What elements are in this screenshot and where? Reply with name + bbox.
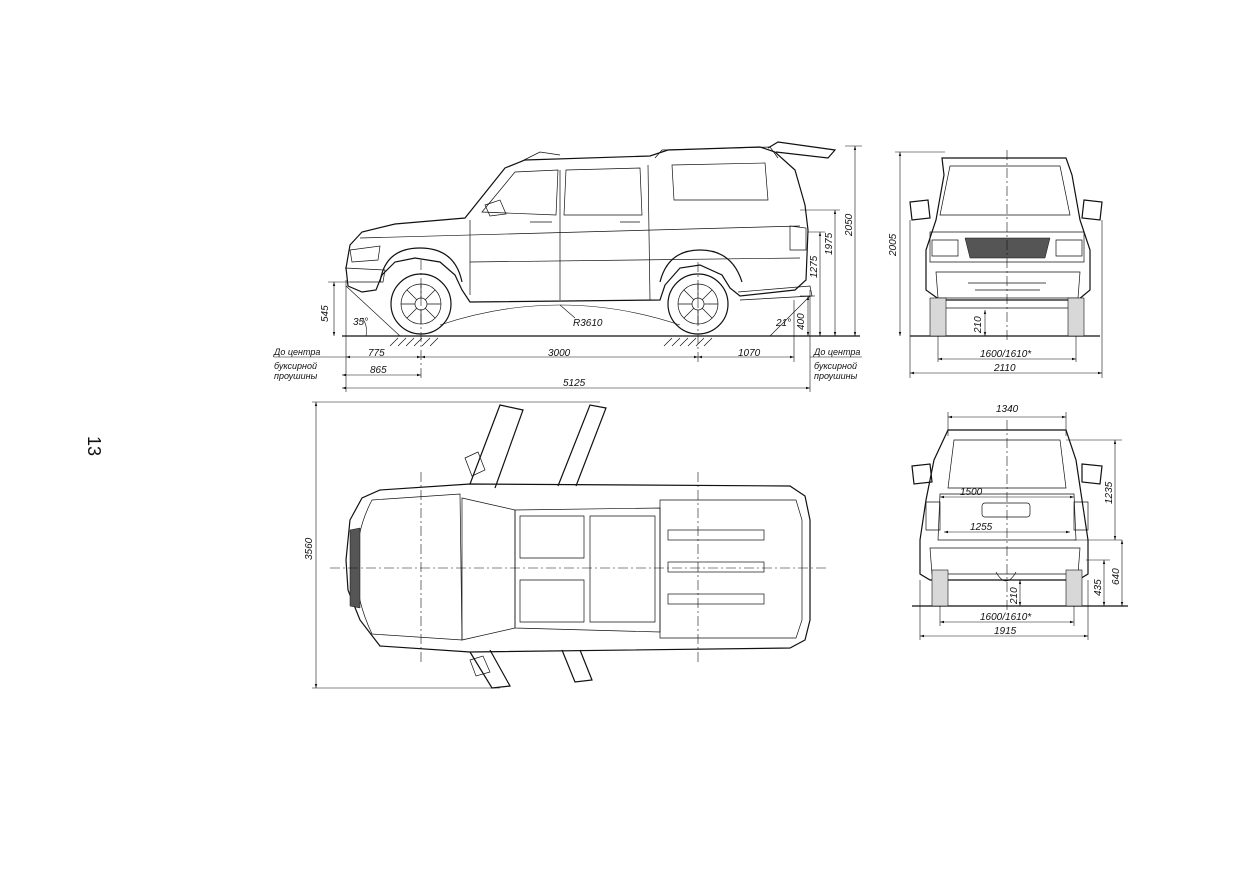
rear-cargo-top-label: 1340 [996, 404, 1019, 415]
vehicle-body-rear [911, 429, 1103, 607]
rear-cargo-height-label: 1235 [1104, 481, 1115, 504]
top-width-doors-open-label: 3560 [304, 537, 315, 560]
approach-angle-label: 35° [353, 317, 368, 328]
front-height-total-label: 2005 [888, 233, 899, 257]
rear-floor-width-label: 1255 [970, 522, 993, 533]
tow-label-left-2: буксирной [274, 361, 317, 371]
tow-label-right-2: буксирной [814, 361, 857, 371]
ramp-radius-label: R3610 [573, 318, 603, 329]
side-view: R3610 35° 21° 2050 1975 1275 400 545 [273, 141, 862, 392]
towing-front-label: 865 [370, 365, 387, 376]
departure-angle-label: 21° [775, 318, 791, 329]
height-belt-label: 1275 [809, 255, 820, 278]
rear-track-label: 1600/1610* [980, 612, 1032, 623]
tow-label-left-1: До центра [273, 347, 320, 357]
front-clearance-label: 210 [973, 316, 984, 334]
front-view: 2005 210 1600/1610* 2110 [888, 150, 1103, 378]
page-number: 13 [84, 436, 104, 456]
tow-label-left-3: проушины [274, 371, 318, 381]
top-view: 3560 [304, 401, 828, 689]
rear-overhang-label: 1070 [738, 348, 761, 359]
front-height-label: 545 [320, 305, 331, 322]
rear-overall-width-label: 1915 [994, 626, 1017, 637]
wheelbase-label: 3000 [548, 348, 571, 359]
rear-clearance-label: 210 [1009, 587, 1020, 605]
rear-view: 1340 1500 1255 1235 640 435 210 1600/161… [911, 404, 1128, 640]
vehicle-body-front [909, 157, 1103, 337]
vehicle-body-top [345, 404, 811, 689]
rear-cargo-width-label: 1500 [960, 487, 983, 498]
tow-label-right-1: До центра [813, 347, 860, 357]
front-track-label: 1600/1610* [980, 349, 1032, 360]
ramp-arc [439, 304, 681, 326]
front-width-label: 2110 [993, 363, 1016, 374]
rear-overhang-height-label: 400 [796, 313, 807, 330]
overall-length-label: 5125 [563, 378, 586, 389]
tow-label-right-3: проушины [814, 371, 858, 381]
rear-bumper-height-label: 435 [1093, 579, 1104, 596]
rear-floor-height-label: 640 [1111, 568, 1122, 585]
height-total-label: 2050 [844, 213, 855, 237]
front-overhang-label: 775 [368, 348, 385, 359]
ground-hatch [389, 337, 713, 347]
vehicle-body-side [344, 141, 837, 303]
height-roof-label: 1975 [824, 232, 835, 255]
